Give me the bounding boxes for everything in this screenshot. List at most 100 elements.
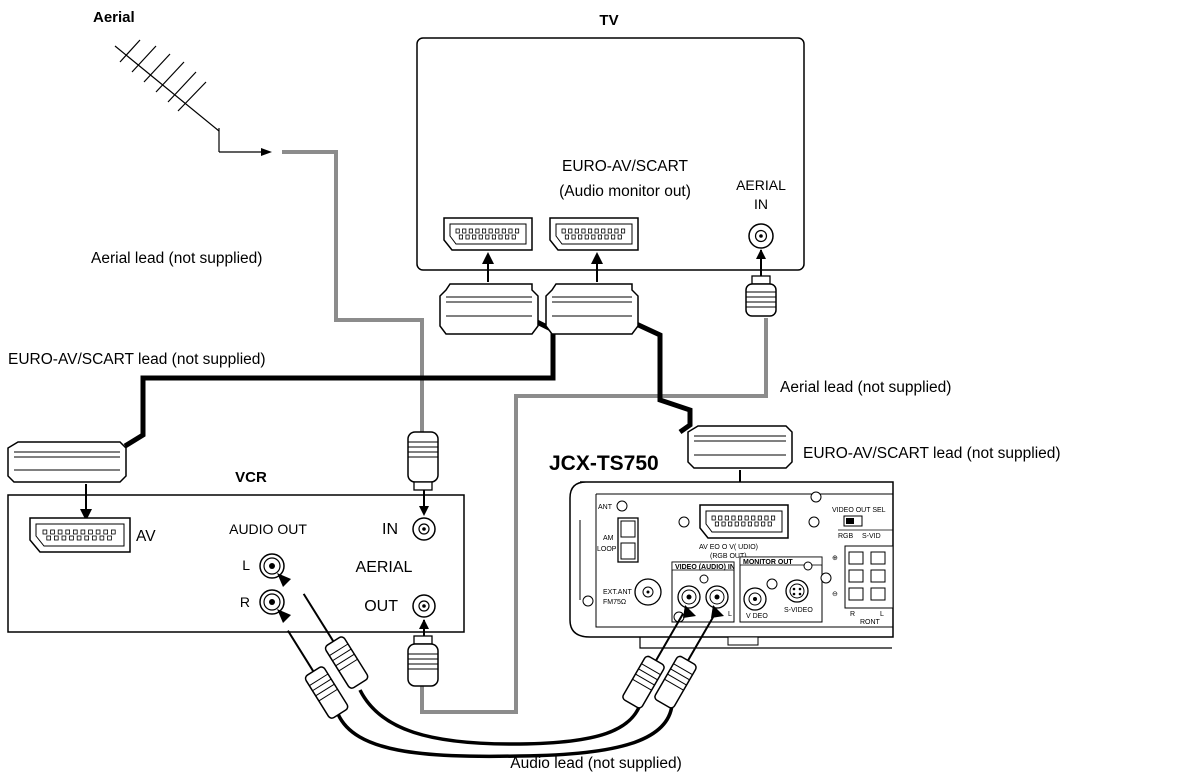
unit-body-inner	[595, 493, 893, 628]
unit-av-euro-scart-socket	[699, 504, 789, 539]
screw-icon	[699, 574, 709, 584]
rca-plug-unit-r	[622, 613, 684, 709]
scart-pin	[718, 515, 723, 521]
scart-pin	[491, 234, 496, 240]
scart-pin	[731, 515, 736, 521]
scart-pin	[92, 535, 97, 541]
scart-lead-label-2: EURO-AV/SCART lead (not supplied)	[803, 445, 1061, 462]
scart-pin	[111, 529, 116, 535]
vcr-out-label: OUT	[364, 598, 398, 615]
scart-plug-tv-1	[439, 283, 539, 335]
scart-pin	[478, 234, 483, 240]
vcr-audio-l-socket	[259, 553, 285, 579]
scart-pin	[617, 234, 622, 240]
tv-aerial-in-socket	[748, 223, 774, 249]
scart-lead-label-1: EURO-AV/SCART lead (not supplied)	[8, 351, 266, 368]
vcr-l-label: L	[242, 557, 250, 573]
unit-s-video-socket	[785, 579, 809, 603]
aerial-plug-vcr-out	[407, 619, 439, 687]
screw-icon	[820, 572, 832, 584]
screw-icon	[810, 491, 822, 503]
scart-pin	[767, 521, 772, 527]
scart-pin	[757, 515, 762, 521]
unit-l-label: L	[728, 611, 732, 618]
vcr-aerial-in-socket	[412, 517, 436, 541]
scart-pin	[84, 535, 90, 541]
tv-box	[416, 37, 805, 271]
scart-pin	[568, 228, 573, 234]
vcr-av-label: AV	[136, 528, 156, 545]
aerial-antenna	[114, 39, 262, 153]
s-vid-label: S-VID	[862, 533, 881, 540]
arrow-icon	[277, 609, 291, 623]
scart-pin	[761, 521, 766, 527]
unit-foot-tab	[727, 636, 759, 646]
rca-plug-vcr-r	[287, 630, 349, 719]
tv-label: TV	[599, 12, 618, 29]
scart-plug-vcr	[7, 441, 127, 483]
scart-pin	[754, 521, 759, 527]
vcr-aerial-label: AERIAL	[356, 559, 413, 576]
scart-pin	[574, 228, 579, 234]
ext-ant-label: EXT.ANT	[603, 589, 633, 596]
scart-pin	[42, 529, 48, 535]
rca-plug-vcr-l	[302, 593, 369, 689]
scart-pin	[76, 535, 82, 541]
scart-pin	[721, 521, 726, 527]
tv-scart-socket-1	[443, 217, 533, 251]
scart-pin	[69, 535, 74, 541]
rgb-label: RGB	[838, 533, 854, 540]
scart-pin	[561, 228, 566, 234]
audio-lead-right	[336, 704, 674, 759]
tv-scart-socket-2	[549, 217, 639, 251]
unit-audio-in-r-socket	[677, 585, 701, 609]
scart-pin	[95, 529, 101, 535]
s-video-label: S-VIDEO	[784, 607, 813, 614]
scart-pin	[601, 228, 606, 234]
scart-pin	[54, 535, 59, 541]
aerial-arrow-icon	[261, 148, 272, 156]
fm75-label: FM75Ω	[603, 599, 626, 606]
plus-label: ⊕	[832, 555, 838, 562]
scart-pin	[771, 515, 776, 521]
front-label: RONT	[860, 619, 881, 626]
aerial-plug-vcr-in	[407, 431, 439, 516]
aerial-lead-label-2: Aerial lead (not supplied)	[780, 379, 951, 396]
scart-pin	[515, 228, 520, 234]
ant-label: ANT	[598, 504, 613, 511]
arrow-up-icon	[591, 252, 603, 282]
speaker-terminals	[844, 545, 894, 609]
aerial-lead-antenna-to-vcr	[282, 150, 424, 432]
unit-foot	[639, 637, 892, 649]
unit-video-out-socket	[743, 587, 767, 611]
scart-pin	[57, 529, 63, 535]
scart-pin	[475, 228, 480, 234]
tv-aerial-label: AERIAL	[736, 177, 786, 193]
vcr-av-scart-socket	[29, 517, 131, 553]
tv-in-label: IN	[754, 196, 768, 212]
scart-pin	[747, 521, 752, 527]
scart-pin	[465, 234, 470, 240]
scart-lead-tv-to-vcr	[123, 319, 556, 449]
scart-pin	[744, 515, 749, 521]
scart-pin	[607, 228, 612, 234]
scart-pin	[621, 228, 626, 234]
aerial-lead-vcr-to-tv	[420, 318, 768, 714]
rca-plug-unit-l	[654, 613, 716, 709]
scart-pin	[511, 234, 516, 240]
scart-pin	[462, 228, 467, 234]
scart-pin	[604, 234, 609, 240]
screw-icon	[582, 595, 594, 607]
audio-lead-label: Audio lead (not supplied)	[510, 755, 681, 772]
screw-icon	[803, 561, 813, 571]
scart-pin	[581, 228, 586, 234]
scart-pin	[107, 535, 112, 541]
scart-pin	[564, 234, 569, 240]
scart-pin	[597, 234, 602, 240]
monitor-out-label: MONITOR OUT	[743, 559, 793, 566]
scart-pin	[751, 515, 756, 521]
scart-pin	[714, 521, 719, 527]
scart-pin	[99, 535, 105, 541]
scart-pin	[764, 515, 769, 521]
rgb-out-label: (RGB OUT)	[710, 553, 747, 560]
